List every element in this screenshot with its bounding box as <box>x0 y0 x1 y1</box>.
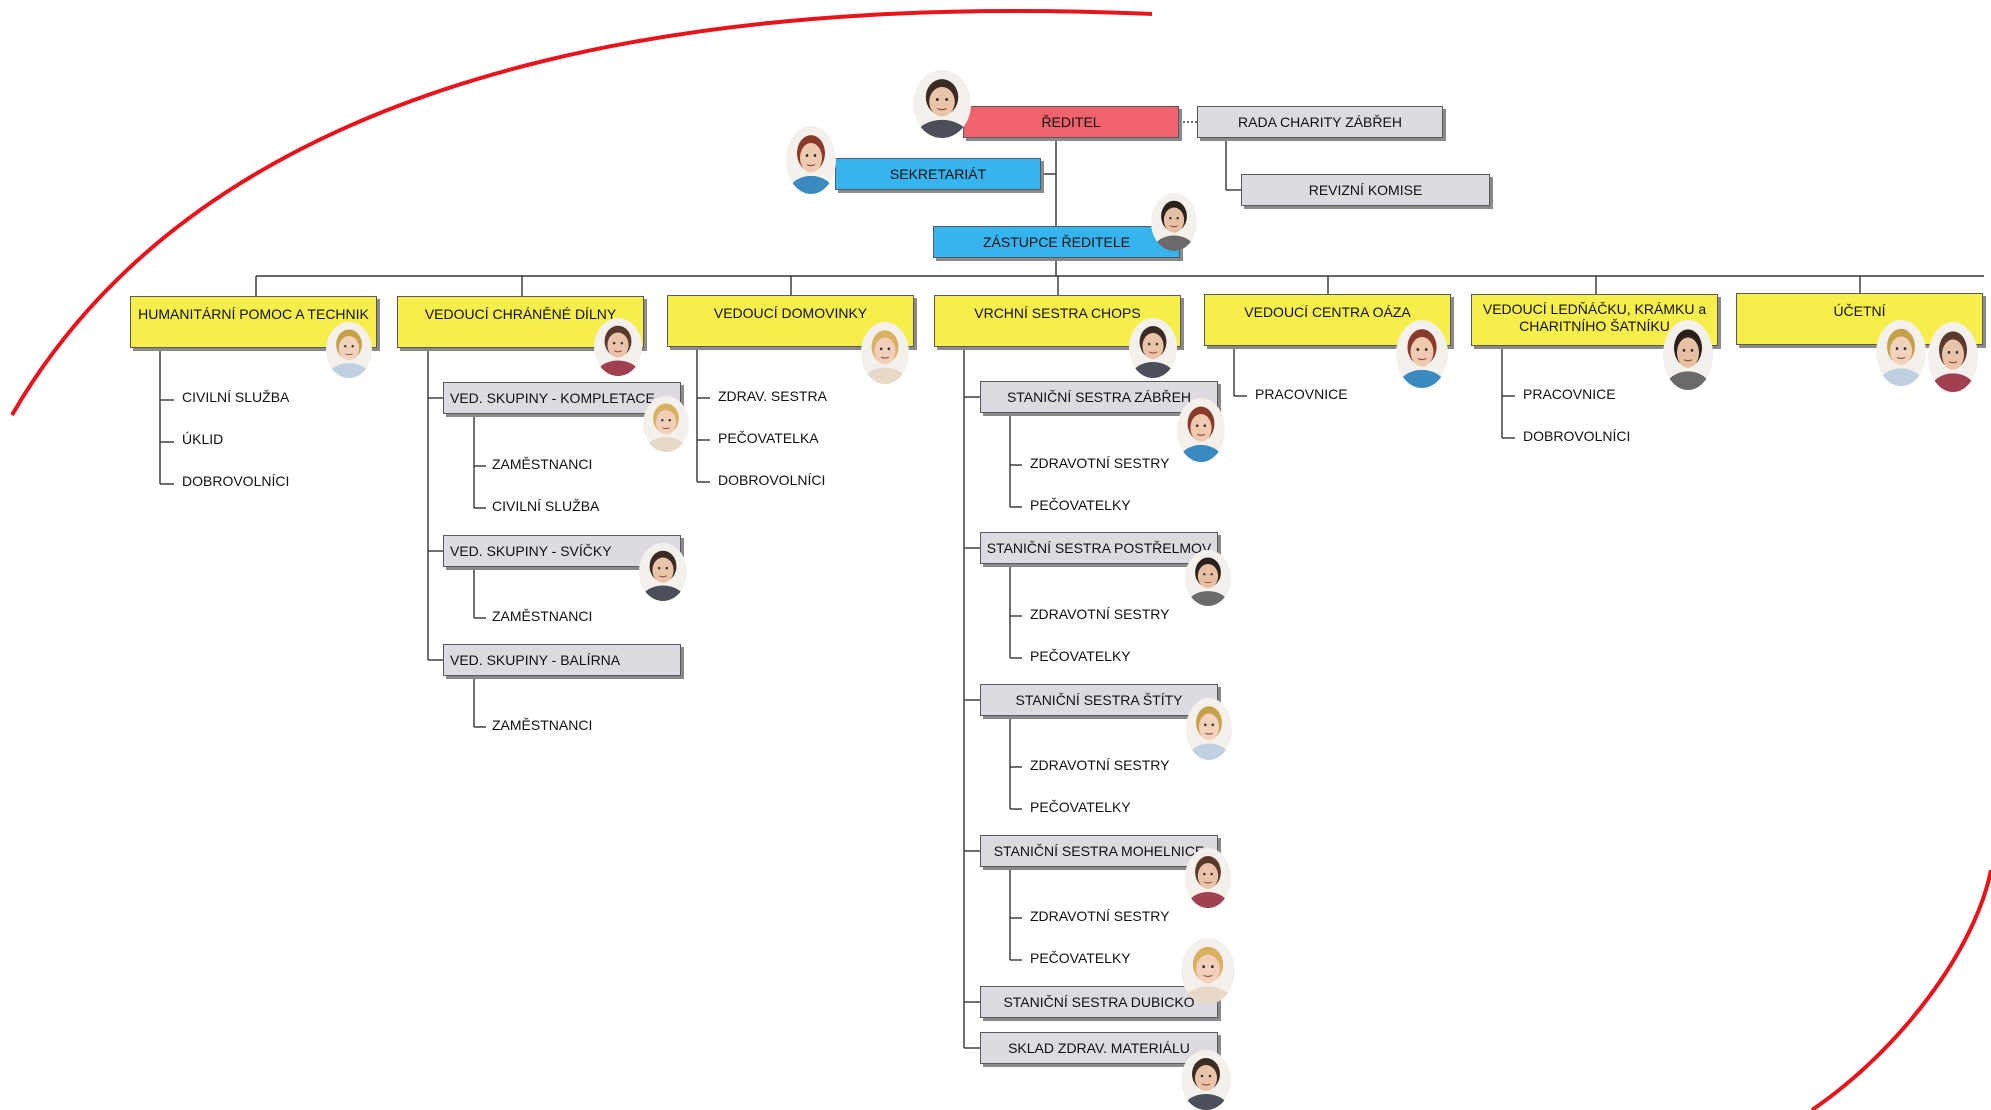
avatar-station-postrelmov <box>1185 550 1231 606</box>
deputy-director-label: ZÁSTUPCE ŘEDITELE <box>982 233 1131 250</box>
leaf-employees: ZAMĚSTNANCI <box>492 717 593 733</box>
leaf-nurse: ZDRAV. SESTRA <box>718 388 827 404</box>
department-box-sheltered-workshop: VEDOUCÍ CHRÁNĚNÉ DÍLNY <box>397 296 644 348</box>
leaf-nurses: ZDRAVOTNÍ SESTRY <box>1030 757 1170 773</box>
leaf-employees: ZAMĚSTNANCI <box>492 608 593 624</box>
avatar-station-zabreh <box>1177 398 1225 462</box>
leaf-civil-service: CIVILNÍ SLUŽBA <box>492 498 600 514</box>
leaf-caregivers: PEČOVATELKY <box>1030 497 1131 513</box>
director-box: ŘEDITEL <box>963 106 1179 138</box>
avatar-accountant-1 <box>1876 320 1926 386</box>
leaf-volunteers: DOBROVOLNÍCI <box>1523 428 1631 444</box>
department-box-oaza-centre: VEDOUCÍ CENTRA OÁZA <box>1204 294 1451 346</box>
leaf-volunteers: DOBROVOLNÍCI <box>182 473 290 489</box>
leaf-caregivers: PEČOVATELKY <box>1030 648 1131 664</box>
leaf-caregiver: PEČOVATELKA <box>718 430 819 446</box>
avatar-domovinka <box>861 322 909 384</box>
leaf-employees: ZAMĚSTNANCI <box>492 456 593 472</box>
group-box-station-mohelnice: STANIČNÍ SESTRA MOHELNICE <box>980 835 1218 867</box>
group-box-station-postrelmov: STANIČNÍ SESTRA POSTŘELMOV <box>980 532 1218 564</box>
secretariat-label: SEKRETARIÁT <box>889 165 987 182</box>
avatar-shops <box>1663 320 1713 390</box>
avatar-candles <box>639 543 687 601</box>
leaf-nurses: ZDRAVOTNÍ SESTRY <box>1030 908 1170 924</box>
audit-committee-label: REVIZNÍ KOMISE <box>1308 181 1423 198</box>
avatar-workshop <box>594 318 642 376</box>
avatar-secretariat <box>786 126 836 194</box>
leaf-civil-service: CIVILNÍ SLUŽBA <box>182 389 290 405</box>
avatar-accountant-2 <box>1928 322 1978 392</box>
leaf-staff: PRACOVNICE <box>1523 386 1616 402</box>
audit-committee-box: REVIZNÍ KOMISE <box>1241 174 1490 206</box>
avatar-station-mohelnice <box>1185 848 1231 908</box>
red-arc-top-left <box>10 9 1153 417</box>
group-box-medical-supplies: SKLAD ZDRAV. MATERIÁLU <box>980 1032 1218 1064</box>
group-box-station-zabreh: STANIČNÍ SESTRA ZÁBŘEH <box>980 381 1218 413</box>
leaf-caregivers: PEČOVATELKY <box>1030 799 1131 815</box>
department-box-shops: VEDOUCÍ LEDŇÁČKU, KRÁMKU a CHARITNÍHO ŠA… <box>1471 294 1718 346</box>
group-box-packaging: VED. SKUPINY - BALÍRNA <box>443 644 681 676</box>
leaf-nurses: ZDRAVOTNÍ SESTRY <box>1030 606 1170 622</box>
director-label: ŘEDITEL <box>1041 113 1101 130</box>
avatar-humanitarian <box>326 322 372 378</box>
connector-lines <box>159 121 1984 1049</box>
avatar-station-stity <box>1186 698 1232 760</box>
group-box-station-stity: STANIČNÍ SESTRA ŠTÍTY <box>980 684 1218 716</box>
leaf-caregivers: PEČOVATELKY <box>1030 950 1131 966</box>
avatar-medical-supplies <box>1181 1050 1231 1110</box>
board-label: RADA CHARITY ZÁBŘEH <box>1238 113 1402 130</box>
avatar-oaza <box>1396 320 1448 388</box>
group-box-assembly: VED. SKUPINY - KOMPLETACE <box>443 382 681 414</box>
leaf-staff: PRACOVNICE <box>1255 386 1348 402</box>
avatar-deputy <box>1151 193 1197 251</box>
avatar-director <box>913 70 971 138</box>
leaf-nurses: ZDRAVOTNÍ SESTRY <box>1030 455 1170 471</box>
avatar-assembly <box>643 396 689 452</box>
avatar-station-dubicko <box>1181 938 1235 1004</box>
group-box-station-dubicko: STANIČNÍ SESTRA DUBICKO <box>980 986 1218 1018</box>
board-box: RADA CHARITY ZÁBŘEH <box>1197 106 1443 138</box>
leaf-volunteers: DOBROVOLNÍCI <box>718 472 826 488</box>
red-arc-bottom-right <box>1810 869 1991 1110</box>
avatar-head-nurse <box>1129 318 1177 378</box>
leaf-cleaning: ÚKLID <box>182 431 224 447</box>
secretariat-box: SEKRETARIÁT <box>835 158 1041 190</box>
deputy-director-box: ZÁSTUPCE ŘEDITELE <box>933 226 1180 258</box>
